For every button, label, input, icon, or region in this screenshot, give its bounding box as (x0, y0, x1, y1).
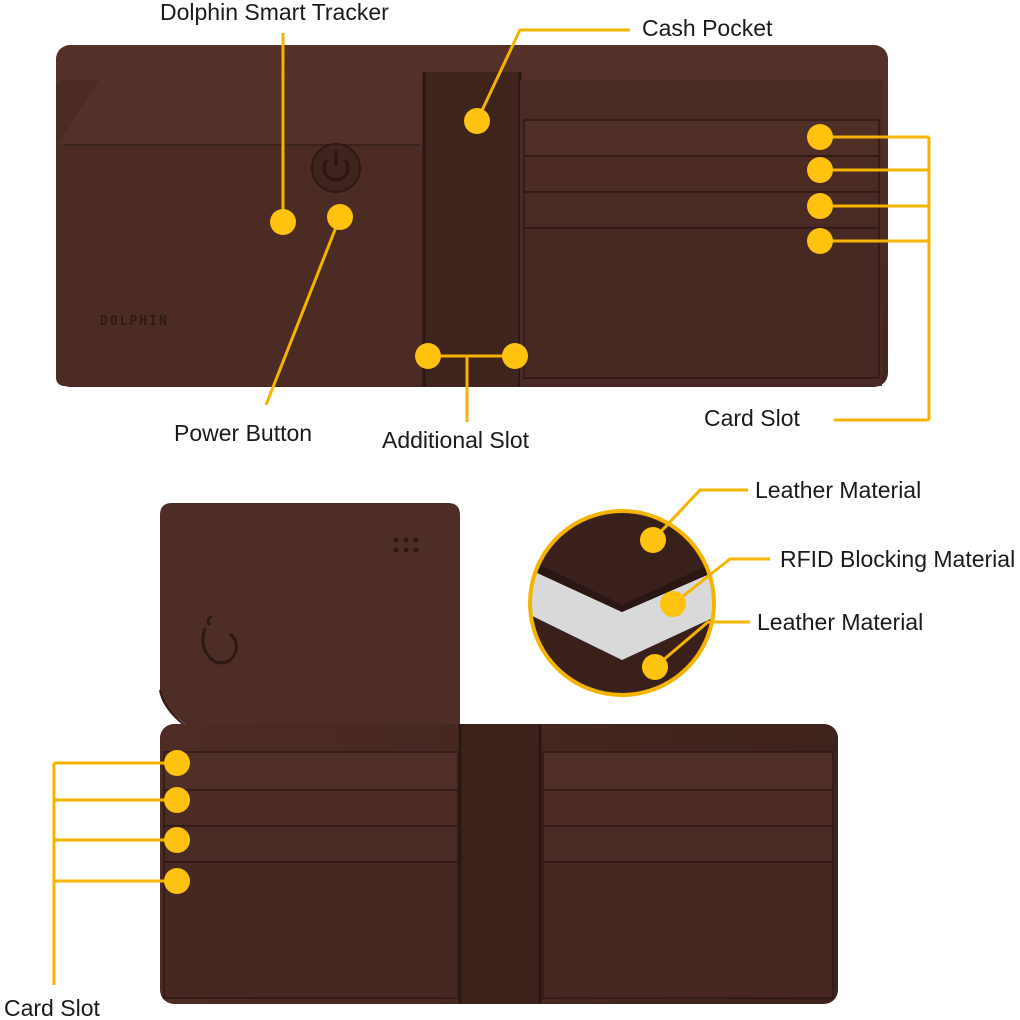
label-tracker: Dolphin Smart Tracker (160, 0, 389, 25)
label-power-button: Power Button (174, 420, 312, 446)
card-slot-dot-4 (807, 228, 833, 254)
card-slot-dot-2 (807, 157, 833, 183)
additional-slot-dot-left (415, 343, 441, 369)
power-icon (311, 143, 361, 193)
bottom-center-pocket (460, 724, 540, 1004)
bottom-card-slot-dot-4 (164, 868, 190, 894)
bottom-wallet (159, 503, 838, 1004)
label-cash-pocket: Cash Pocket (642, 15, 773, 41)
label-additional-slot: Additional Slot (382, 427, 530, 453)
bottom-left-slot-3 (163, 825, 459, 863)
bottom-right-slot-2 (542, 789, 834, 827)
rfid-layer (530, 565, 714, 660)
tracker-dot (270, 209, 296, 235)
brand-text: DOLPHIN (100, 314, 169, 329)
bottom-right-slot-3 (542, 825, 834, 863)
bottom-left-slot-1 (163, 751, 459, 791)
card-slot-dot-3 (807, 193, 833, 219)
top-leaders (264, 28, 931, 422)
additional-slot-dot-right (502, 343, 528, 369)
leather-top-dot (640, 527, 666, 553)
power-button-dot (327, 204, 353, 230)
card-slot-dot-1 (807, 124, 833, 150)
material-layers (528, 509, 716, 697)
bottom-card-slot-dot-1 (164, 750, 190, 776)
bottom-right-slot-1 (542, 751, 834, 791)
speaker-holes-icon (393, 537, 419, 553)
label-leather-top: Leather Material (755, 477, 921, 503)
top-wallet: DOLPHIN (56, 45, 888, 387)
bottom-right-slot-4 (542, 861, 834, 999)
dolphin-logo-icon (201, 614, 238, 665)
tracker-panel-flap (58, 78, 424, 145)
bottom-card-slot-dot-2 (164, 787, 190, 813)
label-card-slot-bottom: Card Slot (4, 995, 100, 1020)
cash-pocket-dot (464, 108, 490, 134)
tracker-card (160, 503, 460, 750)
leather-bottom-dot (642, 654, 668, 680)
bottom-left-slot-2 (163, 789, 459, 827)
bottom-card-slot-dot-3 (164, 827, 190, 853)
rfid-dot (660, 591, 686, 617)
label-card-slot-top: Card Slot (704, 405, 800, 431)
label-rfid: RFID Blocking Material (780, 546, 1015, 572)
label-leather-bottom: Leather Material (757, 609, 923, 635)
bottom-leaders (52, 750, 190, 985)
bottom-left-slot-4 (163, 861, 459, 999)
material-leaders (640, 488, 770, 680)
